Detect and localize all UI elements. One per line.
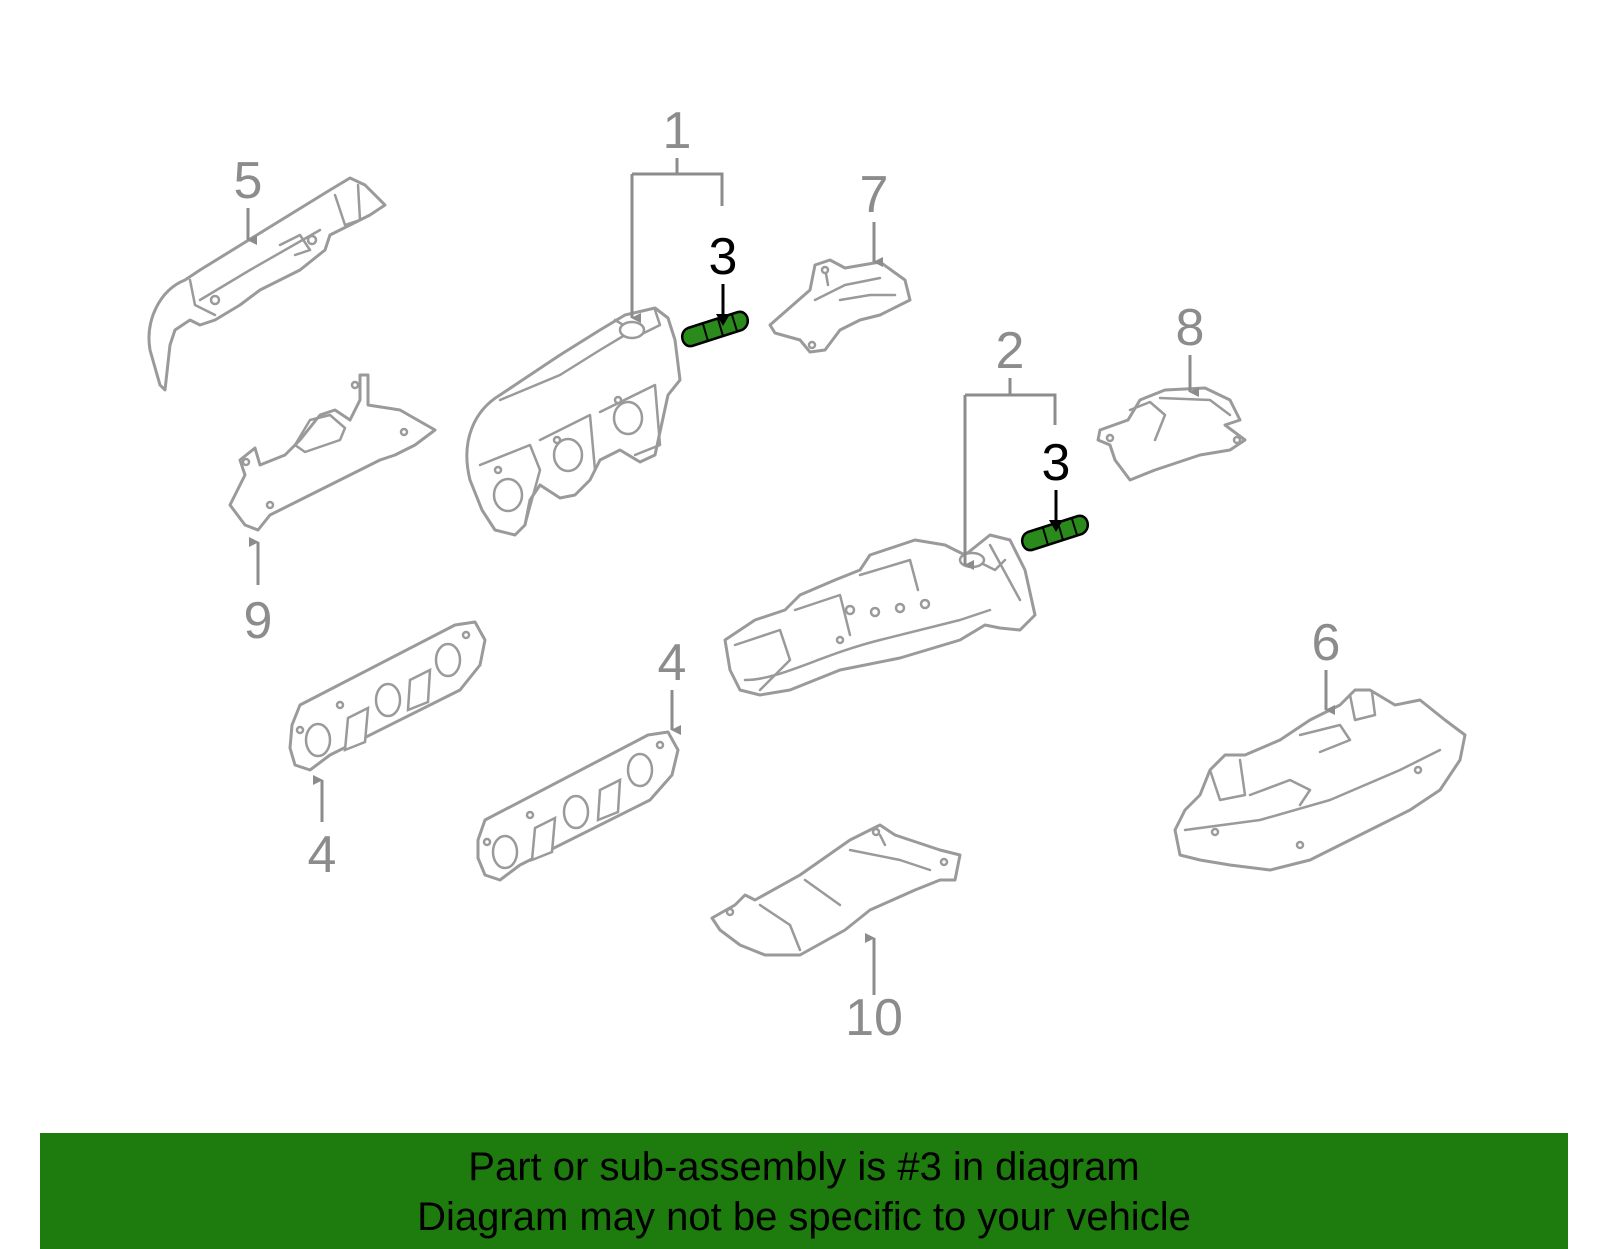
callout-1: 1 <box>663 102 692 160</box>
part-4-gasket-left <box>288 620 487 772</box>
callout-9: 9 <box>244 592 273 650</box>
exploded-parts-diagram: 1 2 3 3 4 4 5 6 7 8 9 10 <box>147 102 1467 1047</box>
info-banner: Part or sub-assembly is #3 in diagram Di… <box>40 1133 1568 1249</box>
part-9-heat-shield <box>228 373 437 532</box>
banner-line-disclaimer: Diagram may not be specific to your vehi… <box>417 1195 1191 1239</box>
part-8-heat-shield <box>1096 386 1247 482</box>
part-3-stud-upper <box>680 310 750 348</box>
callout-4-middle: 4 <box>658 634 687 692</box>
leader-1 <box>632 172 724 206</box>
callout-3-upper: 3 <box>709 228 738 286</box>
leader-2 <box>965 393 1057 425</box>
leader-3-lower <box>1049 490 1063 532</box>
callout-4-left: 4 <box>308 826 337 884</box>
callout-6: 6 <box>1312 614 1341 672</box>
part-7-heat-shield <box>768 258 912 354</box>
callout-5: 5 <box>234 152 263 210</box>
part-1-exhaust-manifold <box>465 306 682 537</box>
callout-7: 7 <box>860 166 889 224</box>
part-6-heat-shield <box>1173 688 1467 872</box>
part-4-gasket-middle <box>476 730 680 882</box>
leader-3-upper <box>716 284 730 326</box>
callout-8: 8 <box>1176 299 1205 357</box>
part-2-exhaust-manifold <box>723 533 1037 697</box>
banner-line-part: Part or sub-assembly is #3 in diagram <box>468 1145 1140 1189</box>
part-10-heat-shield <box>710 823 962 957</box>
callout-2: 2 <box>996 322 1025 380</box>
part-5-heat-shield <box>147 176 387 392</box>
callout-3-lower: 3 <box>1042 434 1071 492</box>
callout-10: 10 <box>845 989 903 1047</box>
